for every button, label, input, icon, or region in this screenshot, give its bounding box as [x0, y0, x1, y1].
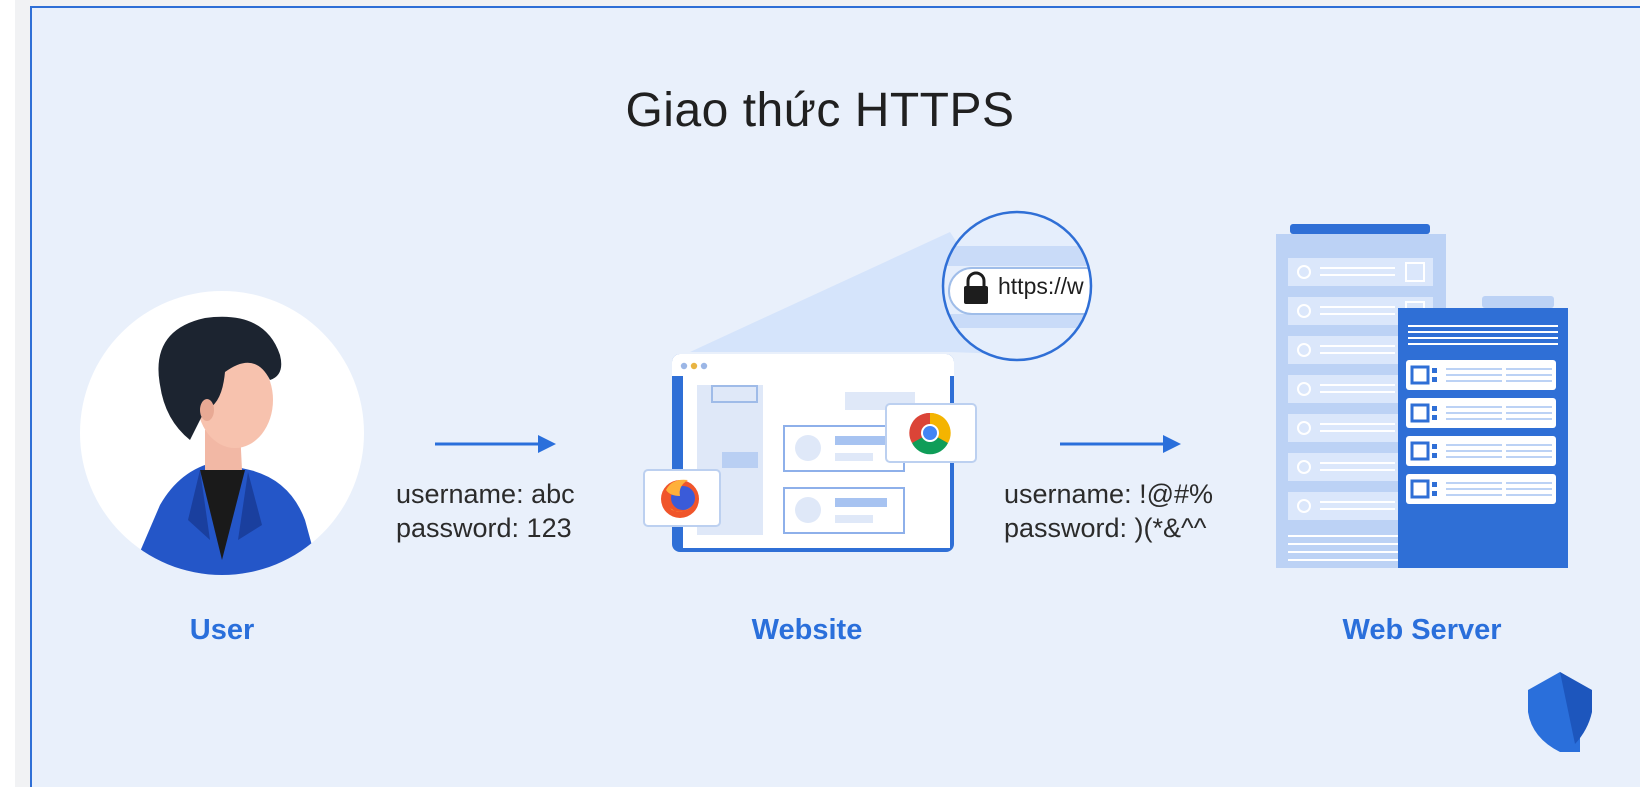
diagram-title: Giao thức HTTPS — [625, 84, 1015, 137]
user-avatar-icon — [80, 291, 364, 575]
user-username-text: username: abc — [396, 479, 575, 509]
server-username-text: username: !@#% — [1004, 479, 1213, 509]
chrome-icon — [885, 403, 977, 463]
firefox-icon — [643, 469, 721, 527]
shield-icon — [1528, 672, 1592, 752]
user-password-text: password: 123 — [396, 513, 572, 543]
arrow-website-to-server — [1060, 435, 1181, 453]
server-rack-icon — [1276, 224, 1568, 568]
url-magnifier — [941, 210, 1093, 362]
lock-icon — [964, 271, 988, 304]
url-text: https://w — [998, 273, 1084, 299]
arrow-user-to-website — [435, 435, 556, 453]
server-password-text: password: )(*&^^ — [1004, 513, 1207, 543]
server-label: Web Server — [1342, 614, 1502, 646]
website-label: Website — [751, 614, 863, 646]
user-label: User — [189, 614, 255, 646]
